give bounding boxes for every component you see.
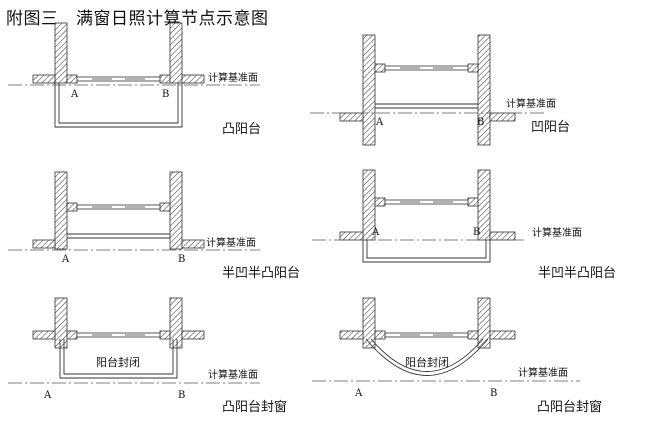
point-b: B <box>178 254 185 265</box>
slab-right <box>181 74 205 84</box>
window <box>76 204 161 210</box>
point-a: A <box>43 390 52 401</box>
wall-left <box>362 34 376 146</box>
balcony-railing <box>54 83 183 128</box>
wall-right <box>477 297 491 349</box>
sill-right <box>159 330 171 340</box>
caption: 半凹半凸阳台 <box>538 266 616 281</box>
window <box>384 65 469 71</box>
enclosure-label: 阳台封闭 <box>96 355 140 369</box>
caption: 凸阳台封窗 <box>222 399 287 415</box>
reference-label: 计算基准面 <box>206 236 256 249</box>
caption: 半凹半凸阳台 <box>222 266 300 281</box>
sill-right <box>467 197 479 207</box>
sill-right <box>159 74 171 84</box>
enclosure-frame <box>59 339 178 379</box>
wall-left <box>54 171 68 250</box>
slab-left <box>32 74 56 84</box>
slab-right <box>489 330 516 340</box>
point-a: A <box>70 89 79 100</box>
enclosure-label: 阳台封闭 <box>405 355 449 369</box>
window <box>76 332 161 338</box>
wall-left <box>362 297 376 349</box>
point-b: B <box>490 388 497 399</box>
window <box>76 76 161 82</box>
slab-right <box>181 330 205 340</box>
wall-right <box>169 22 183 84</box>
curved-enclosure <box>365 338 489 376</box>
reference-label: 计算基准面 <box>518 366 568 379</box>
slab-left <box>339 112 364 122</box>
wall-right <box>169 171 183 250</box>
point-b: B <box>473 227 480 238</box>
panel-semi-recessed-balcony-left: 计算基准面 A B 半凹半凸阳台 <box>8 171 300 281</box>
reference-label: 计算基准面 <box>208 71 258 84</box>
sill-left <box>374 330 386 340</box>
caption: 凸阳台封窗 <box>537 399 602 415</box>
point-b: B <box>162 89 169 100</box>
panel-semi-recessed-balcony-right: 计算基准面 A B 半凹半凸阳台 <box>312 169 616 281</box>
wall-left <box>54 297 68 349</box>
page-title: 附图三 满窗日照计算节点示意图 <box>6 9 269 29</box>
sill-right <box>467 63 479 73</box>
panel-convex-balcony-enclosed-left: 阳台封闭 计算基准面 A B 凸阳台封窗 <box>8 297 287 415</box>
balcony-railing <box>67 233 170 239</box>
point-a: A <box>371 227 380 238</box>
caption: 凸阳台 <box>222 122 261 137</box>
slab-right <box>181 239 205 249</box>
point-a: A <box>354 388 363 399</box>
sill-left <box>66 330 78 340</box>
slab-left <box>339 330 364 340</box>
balcony-railing <box>362 240 491 263</box>
sill-left <box>374 197 386 207</box>
wall-left <box>54 22 68 84</box>
window <box>384 199 469 205</box>
caption: 凹阳台 <box>531 120 570 135</box>
slab-left <box>32 239 56 249</box>
point-a: A <box>61 254 70 265</box>
panel-convex-balcony-enclosed-right: 阳台封闭 计算基准面 A B 凸阳台封窗 <box>312 297 602 415</box>
reference-label: 计算基准面 <box>208 368 258 381</box>
point-a: A <box>375 117 384 128</box>
window <box>384 332 469 338</box>
point-b: B <box>477 117 484 128</box>
slab-left <box>339 231 364 241</box>
sill-right <box>467 330 479 340</box>
wall-right <box>169 297 183 349</box>
sill-right <box>159 202 171 212</box>
panel-recessed-balcony: 计算基准面 A B 凹阳台 <box>310 34 570 146</box>
slab-left <box>32 330 56 340</box>
reference-label: 计算基准面 <box>532 226 582 239</box>
sill-left <box>66 202 78 212</box>
balcony-railing <box>375 103 478 109</box>
point-b: B <box>178 390 185 401</box>
sill-left <box>374 63 386 73</box>
sill-left <box>66 74 78 84</box>
panel-convex-balcony: 计算基准面 A B 凸阳台 <box>8 22 261 137</box>
slab-right <box>489 112 516 122</box>
slab-right <box>489 231 516 241</box>
wall-right <box>477 34 491 146</box>
reference-label: 计算基准面 <box>506 97 556 110</box>
